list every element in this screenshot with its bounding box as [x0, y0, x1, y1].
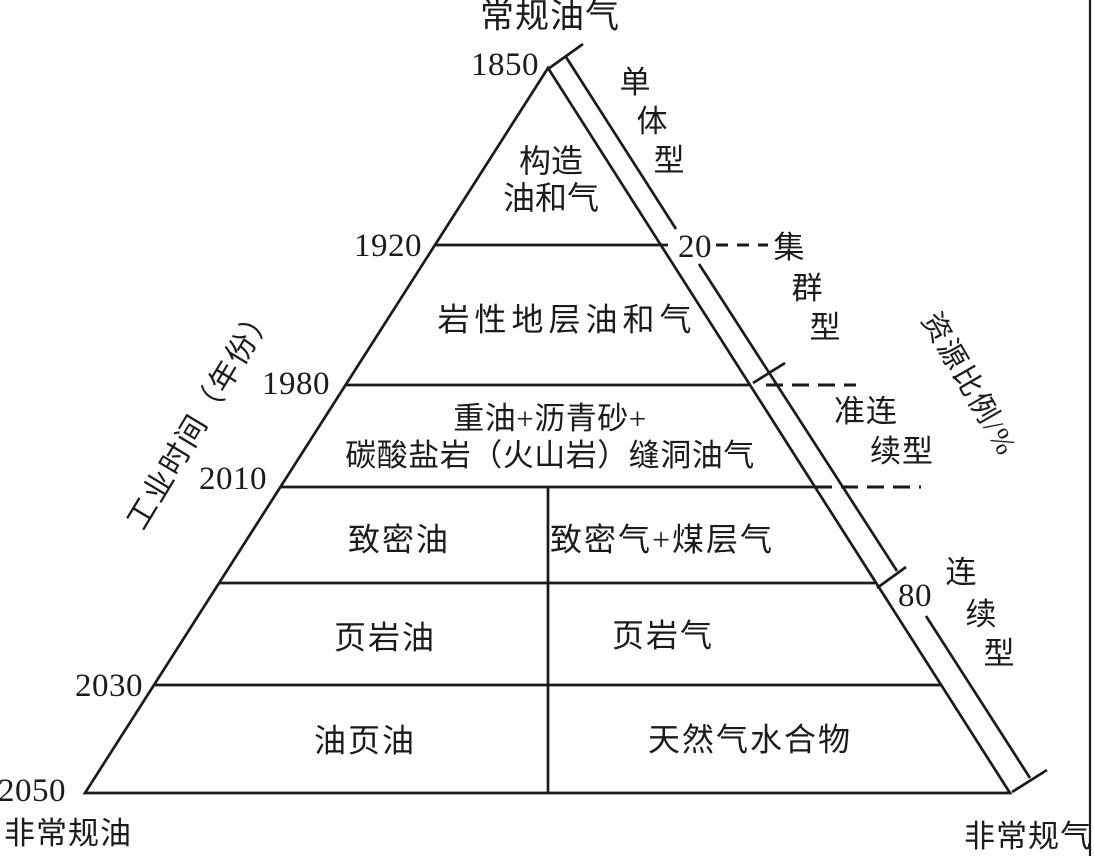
resource-axis-tick-80 [876, 565, 907, 590]
title-conventional-oil-gas: 常规油气 [480, 0, 620, 36]
cell-shale-oil: 页岩油 [333, 619, 437, 656]
year-2050: 2050 [0, 772, 66, 809]
zone-single-char-1: 单 [619, 64, 651, 100]
label-unconventional-oil: 非常规油 [4, 815, 132, 851]
cell-tight-gas-coalbed: 致密气+煤层气 [549, 521, 775, 558]
zone-continuous-char-1: 连 [945, 554, 977, 590]
resource-axis-segment-middle [697, 263, 899, 572]
year-2030: 2030 [75, 667, 143, 704]
layer-heavy-line-2: 碳酸盐岩（火山岩）缝洞油气 [345, 438, 755, 473]
layer-heavy-oil-bitumen: 重油+沥青砂+ 碳酸盐岩（火山岩）缝洞油气 [345, 400, 755, 474]
label-unconventional-gas: 非常规气 [964, 818, 1092, 854]
year-2010: 2010 [199, 460, 267, 497]
zone-cluster-char-1: 集 [773, 229, 805, 265]
year-1920: 1920 [354, 227, 422, 264]
resource-axis-segment-top [564, 56, 678, 230]
zone-single-char-3: 型 [653, 142, 685, 178]
resource-axis-top-cap [547, 42, 584, 71]
percent-80: 80 [898, 577, 932, 614]
cell-shale-gas: 页岩气 [611, 617, 715, 654]
cell-gas-hydrate: 天然气水合物 [647, 721, 853, 758]
zone-quasi-continuous-line-1: 准连 [834, 393, 898, 429]
year-1980: 1980 [262, 365, 330, 402]
cell-oil-shale: 油页油 [313, 722, 417, 759]
layer-heavy-line-1: 重油+沥青砂+ [453, 401, 647, 436]
zone-continuous-char-2: 续 [965, 596, 997, 632]
year-1850: 1850 [471, 46, 539, 83]
resource-axis-bottom-cap [1011, 768, 1048, 794]
layer-structural-line-2: 油和气 [502, 180, 600, 216]
zone-cluster-char-3: 型 [809, 309, 841, 345]
zone-quasi-continuous-line-2: 续型 [870, 433, 934, 469]
layer-structural-oil-gas: 构造 油和气 [503, 143, 599, 217]
cell-tight-oil: 致密油 [347, 521, 451, 558]
layer-lithologic-oil-gas: 岩性地层油和气 [437, 301, 697, 338]
zone-cluster-char-2: 群 [791, 270, 823, 306]
zone-single-char-2: 体 [636, 103, 668, 139]
resource-axis-tick-1980 [752, 361, 786, 385]
layer-structural-line-1: 构造 [518, 143, 584, 179]
percent-20: 20 [678, 228, 712, 265]
zone-continuous-char-3: 型 [983, 635, 1015, 671]
resource-axis-segment-bottom [924, 615, 1032, 779]
